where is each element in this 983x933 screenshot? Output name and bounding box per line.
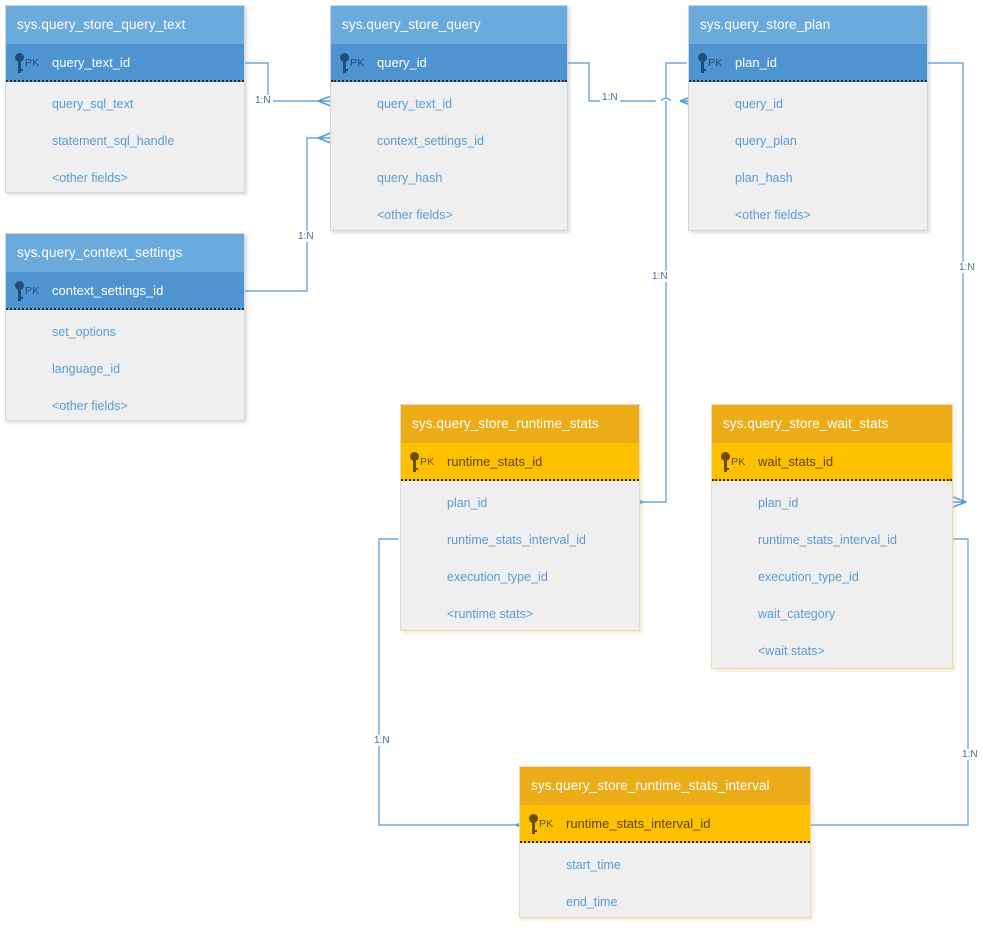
- field-row: plan_hash: [735, 171, 793, 185]
- cardinality-interval-to-runtime: 1:N: [372, 735, 392, 746]
- key-icon: [529, 814, 538, 834]
- field-row: execution_type_id: [758, 570, 859, 584]
- field-row: runtime_stats_interval_id: [447, 533, 586, 547]
- key-icon: [15, 53, 24, 73]
- field-row: execution_type_id: [447, 570, 548, 584]
- entity-field-list: query_sql_text statement_sql_handle <oth…: [6, 82, 244, 205]
- field-row: <runtime stats>: [447, 607, 534, 621]
- pk-field-name: context_settings_id: [52, 283, 164, 298]
- connector-line-hop: [660, 97, 672, 102]
- connector-query-to-plan: [567, 62, 656, 102]
- cardinality-plan-to-wait-stats: 1:N: [957, 262, 977, 273]
- pk-badge: PK: [25, 285, 40, 297]
- field-row: query_id: [735, 97, 783, 111]
- pk-badge: PK: [25, 57, 40, 69]
- field-row: <other fields>: [52, 171, 128, 185]
- field-row: <wait stats>: [758, 644, 825, 658]
- field-row: <other fields>: [52, 399, 128, 413]
- field-row: runtime_stats_interval_id: [758, 533, 897, 547]
- entity-title: sys.query_store_query: [331, 6, 567, 44]
- entity-field-list: query_id query_plan plan_hash <other fie…: [689, 82, 927, 242]
- entity-query-store-plan[interactable]: sys.query_store_plan PK plan_id query_id…: [688, 5, 928, 231]
- entity-field-list: start_time end_time: [520, 843, 810, 929]
- pk-field-name: wait_stats_id: [758, 454, 834, 469]
- cardinality-plan-to-runtime-stats: 1:N: [650, 271, 670, 282]
- entity-primary-key-row[interactable]: PK plan_id: [689, 44, 927, 82]
- pk-field-name: runtime_stats_id: [447, 454, 543, 469]
- field-row: language_id: [52, 362, 121, 376]
- connector-context-to-query: [244, 137, 319, 292]
- field-row: set_options: [52, 325, 116, 339]
- connector-text-to-query: [244, 62, 319, 102]
- key-icon: [340, 53, 349, 73]
- entity-title: sys.query_store_runtime_stats_interval: [520, 767, 810, 805]
- entity-query-store-query-text[interactable]: sys.query_store_query_text PK query_text…: [5, 5, 245, 193]
- entity-query-store-query[interactable]: sys.query_store_query PK query_id query_…: [330, 5, 568, 231]
- pk-badge: PK: [420, 456, 435, 468]
- entity-field-list: plan_id runtime_stats_interval_id execut…: [712, 481, 952, 678]
- field-row: query_text_id: [377, 97, 453, 111]
- entity-title: sys.query_store_plan: [689, 6, 927, 44]
- pk-field-name: query_text_id: [52, 55, 131, 70]
- cardinality-interval-to-wait: 1:N: [960, 749, 980, 760]
- crowsfoot-wait-stats-plan-id: [952, 496, 967, 508]
- field-row: query_plan: [735, 134, 797, 148]
- pk-badge: PK: [708, 57, 723, 69]
- pk-badge: PK: [350, 57, 365, 69]
- entity-primary-key-row[interactable]: PK query_text_id: [6, 44, 244, 82]
- field-row: wait_category: [758, 607, 836, 621]
- pk-badge: PK: [731, 456, 746, 468]
- connector-interval-to-runtime-stats: [378, 538, 517, 826]
- connector-plan-to-runtime-stats: [642, 62, 687, 503]
- connector-interval-to-wait-stats: [810, 538, 969, 826]
- cardinality-text-to-query: 1:N: [253, 95, 273, 106]
- entity-field-list: query_text_id context_settings_id query_…: [331, 82, 567, 242]
- field-row: end_time: [566, 895, 618, 909]
- entity-title: sys.query_store_runtime_stats: [401, 405, 639, 443]
- entity-field-list: plan_id runtime_stats_interval_id execut…: [401, 481, 639, 641]
- pk-badge: PK: [539, 818, 554, 830]
- cardinality-query-to-plan: 1:N: [600, 92, 620, 103]
- entity-title: sys.query_store_query_text: [6, 6, 244, 44]
- entity-query-store-wait-stats[interactable]: sys.query_store_wait_stats PK wait_stats…: [711, 404, 953, 669]
- field-row: <other fields>: [735, 208, 811, 222]
- entity-primary-key-row[interactable]: PK runtime_stats_id: [401, 443, 639, 481]
- cardinality-context-to-query: 1:N: [296, 231, 316, 242]
- entity-query-store-runtime-stats[interactable]: sys.query_store_runtime_stats PK runtime…: [400, 404, 640, 631]
- key-icon: [721, 452, 730, 472]
- key-icon: [15, 281, 24, 301]
- entity-primary-key-row[interactable]: PK context_settings_id: [6, 272, 244, 310]
- field-row: query_hash: [377, 171, 443, 185]
- key-icon: [698, 53, 707, 73]
- field-row: plan_id: [447, 496, 488, 510]
- field-row: statement_sql_handle: [52, 134, 175, 148]
- entity-title: sys.query_store_wait_stats: [712, 405, 952, 443]
- entity-primary-key-row[interactable]: PK wait_stats_id: [712, 443, 952, 481]
- field-row: context_settings_id: [377, 134, 485, 148]
- pk-field-name: runtime_stats_interval_id: [566, 816, 711, 831]
- entity-field-list: set_options language_id <other fields>: [6, 310, 244, 433]
- field-row: start_time: [566, 858, 621, 872]
- entity-query-store-runtime-stats-interval[interactable]: sys.query_store_runtime_stats_interval P…: [519, 766, 811, 918]
- entity-primary-key-row[interactable]: PK runtime_stats_interval_id: [520, 805, 810, 843]
- pk-field-name: plan_id: [735, 55, 777, 70]
- pk-field-name: query_id: [377, 55, 427, 70]
- key-icon: [410, 452, 419, 472]
- field-row: <other fields>: [377, 208, 453, 222]
- field-row: plan_id: [758, 496, 799, 510]
- entity-primary-key-row[interactable]: PK query_id: [331, 44, 567, 82]
- entity-query-context-settings[interactable]: sys.query_context_settings PK context_se…: [5, 233, 245, 421]
- field-row: query_sql_text: [52, 97, 134, 111]
- entity-title: sys.query_context_settings: [6, 234, 244, 272]
